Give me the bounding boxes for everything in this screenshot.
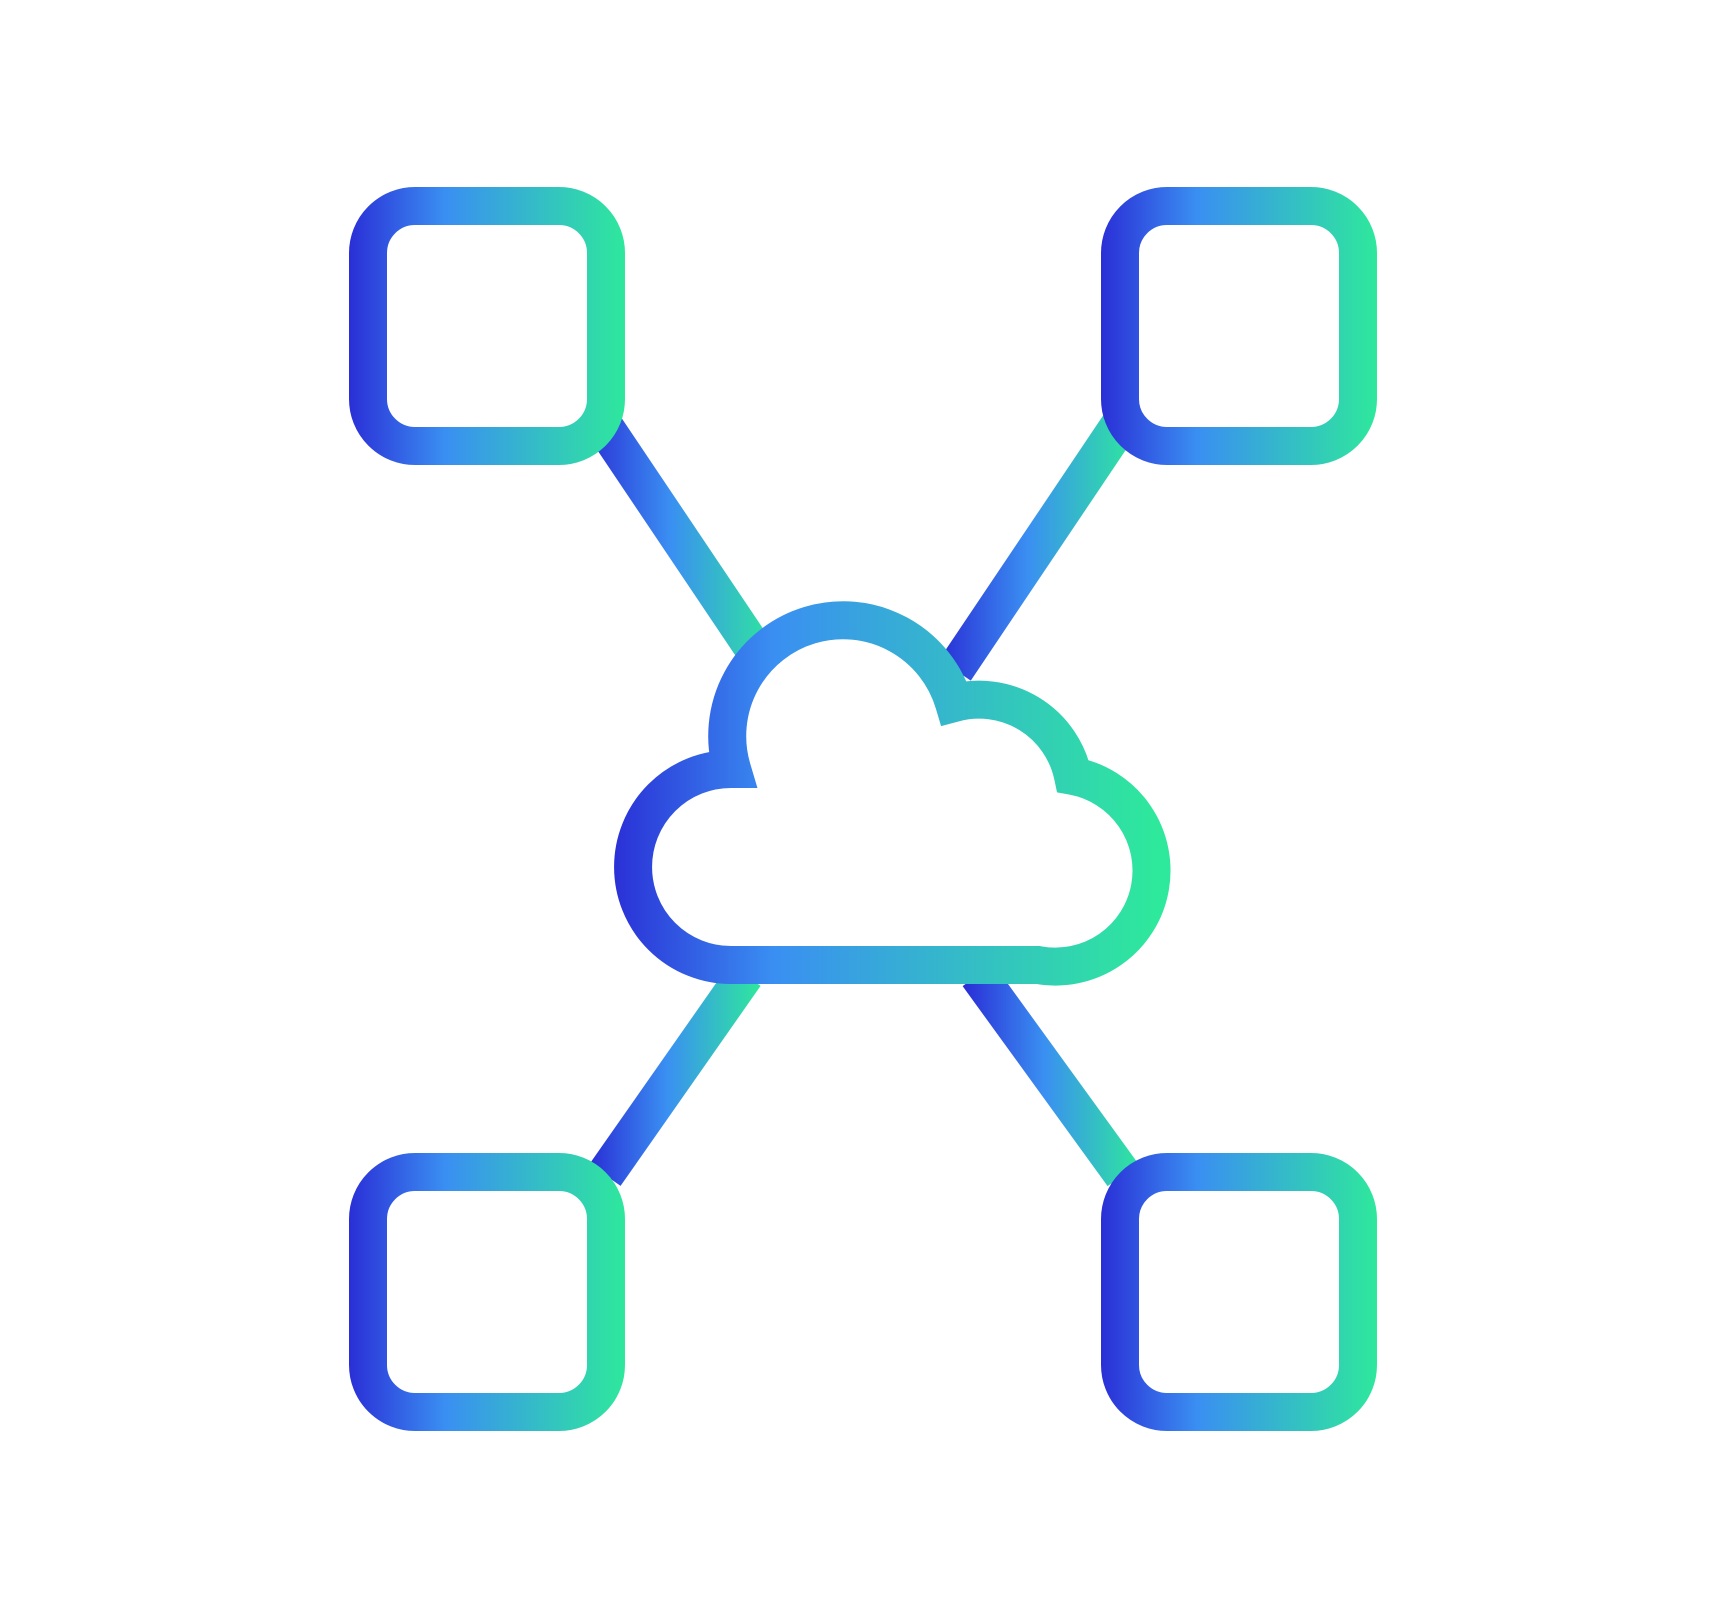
cloud-icon xyxy=(614,601,1171,986)
connector-bottom-left xyxy=(589,964,761,1186)
node-top-right-icon xyxy=(1101,187,1377,465)
connectors xyxy=(584,409,1139,1187)
connector-top-right xyxy=(939,409,1139,681)
node-bottom-right-icon xyxy=(1101,1153,1377,1431)
connector-bottom-right xyxy=(962,963,1139,1187)
node-bottom-left-icon xyxy=(349,1153,625,1431)
nodes xyxy=(349,187,1377,1431)
connector-top-left xyxy=(584,409,784,681)
node-top-left-icon xyxy=(349,187,625,465)
